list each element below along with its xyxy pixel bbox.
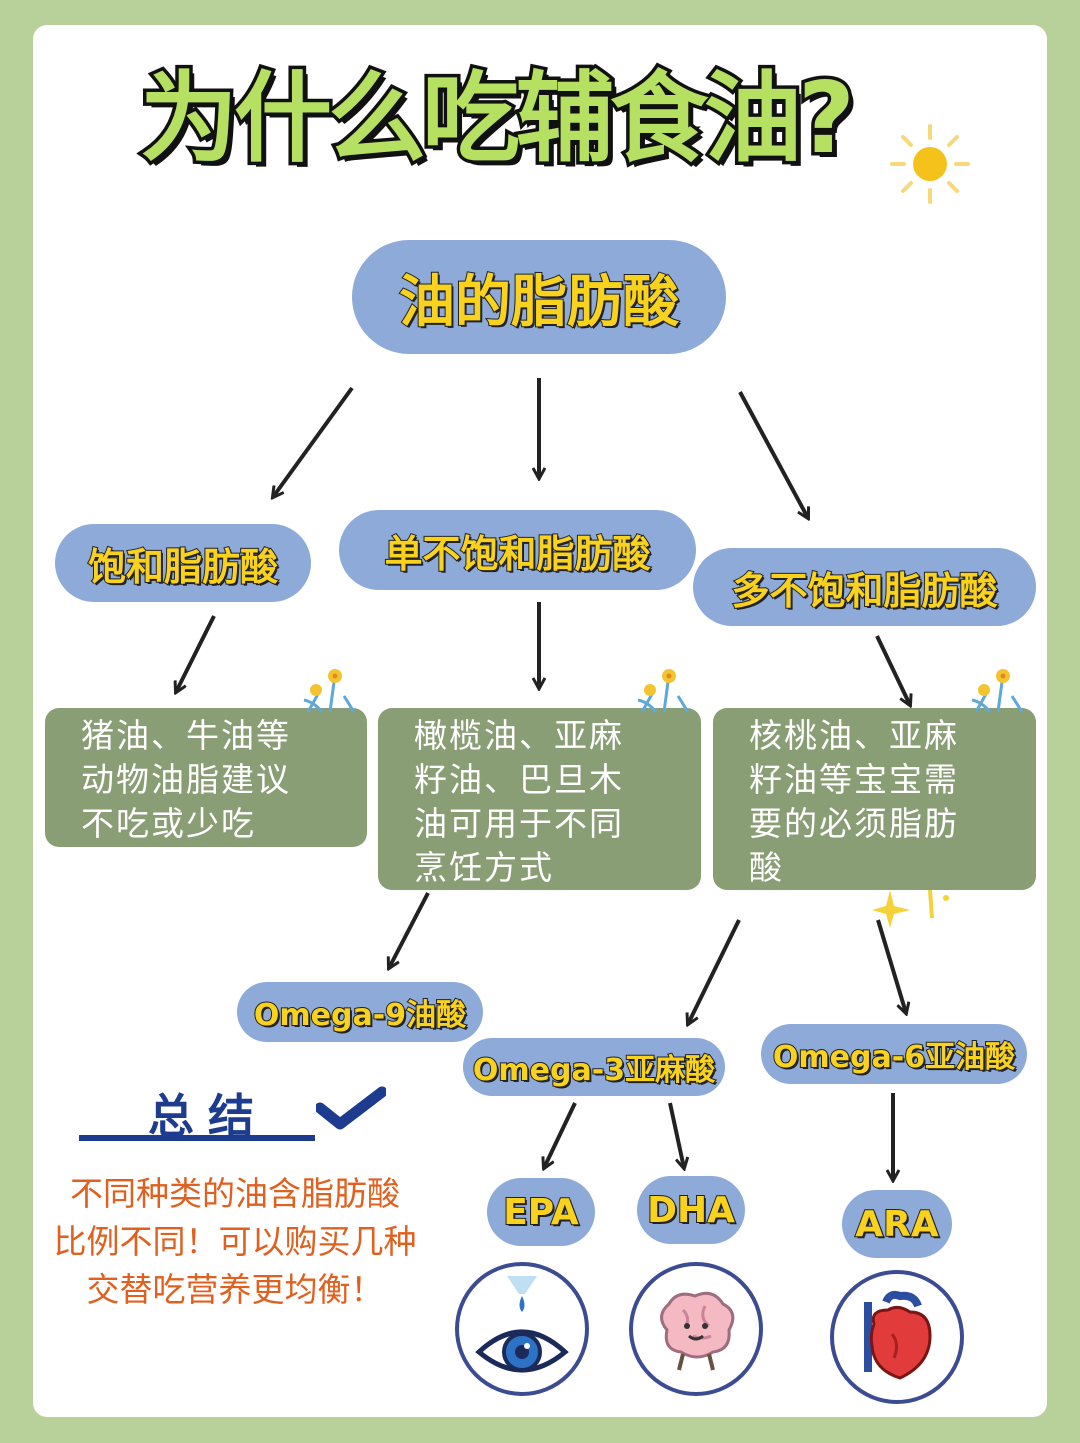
sun-icon	[890, 124, 970, 204]
summary-line: 交替吃营养更均衡！	[86, 1270, 384, 1309]
eye-icon-circle	[455, 1262, 589, 1396]
note-line: 猪油、牛油等	[81, 716, 291, 755]
arrow-root-saturated	[273, 386, 354, 497]
arrow-poly-omega3	[688, 919, 741, 1024]
checkmark-icon	[316, 1086, 386, 1130]
note-line: 不吃或少吃	[81, 804, 256, 843]
flower-icon	[971, 669, 1024, 713]
arrow-saturated-note	[176, 615, 216, 692]
dha-label: DHA	[646, 1189, 736, 1232]
mono-unsaturated-node: 单不饱和脂肪酸	[339, 510, 696, 590]
omega9-label: Omega-9油酸	[253, 997, 467, 1034]
arrow-omega3-epa	[544, 1102, 577, 1168]
note-line: 籽油、巴旦木	[414, 760, 624, 799]
epa-label: EPA	[502, 1191, 580, 1234]
arrow-root-poly	[738, 391, 808, 518]
epa-node: EPA	[487, 1178, 595, 1246]
summary-underline	[79, 1135, 315, 1141]
sparkle-icon	[872, 889, 949, 928]
summary-title: 总结	[148, 1089, 268, 1143]
omega6-node: Omega-6亚油酸	[761, 1024, 1027, 1084]
poly-unsaturated-label: 多不饱和脂肪酸	[730, 568, 998, 614]
brain-icon	[660, 1291, 735, 1371]
dha-node: DHA	[637, 1176, 745, 1244]
arrow-poly-omega6	[876, 919, 906, 1013]
saturated-fat-node: 饱和脂肪酸	[55, 524, 311, 602]
mono-note-box: 橄榄油、亚麻 籽油、巴旦木 油可用于不同 烹饪方式	[378, 708, 701, 890]
heart-icon	[864, 1290, 932, 1380]
arrow-mono-omega9	[389, 892, 430, 968]
saturated-fat-label: 饱和脂肪酸	[87, 544, 279, 590]
poly-unsaturated-node: 多不饱和脂肪酸	[693, 548, 1036, 626]
page-title: 为什么吃辅食油?	[137, 62, 859, 176]
omega3-label: Omega-3亚麻酸	[472, 1052, 716, 1089]
root-label: 油的脂肪酸	[398, 269, 680, 336]
note-line: 酸	[749, 848, 784, 887]
summary-line: 不同种类的油含脂肪酸	[70, 1174, 400, 1213]
flower-icon	[303, 669, 356, 713]
flower-icon	[637, 669, 690, 713]
note-line: 核桃油、亚麻	[749, 716, 959, 755]
note-line: 烹饪方式	[414, 848, 554, 887]
eye-icon	[475, 1276, 569, 1373]
omega6-label: Omega-6亚油酸	[772, 1039, 1016, 1076]
mono-unsaturated-label: 单不饱和脂肪酸	[383, 531, 651, 577]
omega3-node: Omega-3亚麻酸	[463, 1038, 725, 1096]
summary-text: 不同种类的油含脂肪酸 比例不同！可以购买几种 交替吃营养更均衡！	[40, 1170, 430, 1314]
saturated-note-box: 猪油、牛油等 动物油脂建议 不吃或少吃	[45, 708, 367, 847]
poly-note-box: 核桃油、亚麻 籽油等宝宝需 要的必须脂肪 酸	[713, 708, 1036, 890]
omega9-node: Omega-9油酸	[237, 982, 483, 1042]
ara-label: ARA	[854, 1203, 939, 1246]
arrow-omega3-dha	[668, 1102, 684, 1168]
note-line: 动物油脂建议	[81, 760, 291, 799]
arrow-poly-note	[875, 635, 910, 705]
summary-line: 比例不同！可以购买几种	[53, 1222, 417, 1261]
root-node: 油的脂肪酸	[352, 240, 726, 354]
heart-icon-circle	[830, 1270, 964, 1404]
ara-node: ARA	[842, 1190, 952, 1258]
note-line: 籽油等宝宝需	[749, 760, 959, 799]
note-line: 橄榄油、亚麻	[414, 716, 624, 755]
brain-icon-circle	[629, 1262, 763, 1396]
note-line: 要的必须脂肪	[749, 804, 959, 843]
note-line: 油可用于不同	[414, 804, 624, 843]
